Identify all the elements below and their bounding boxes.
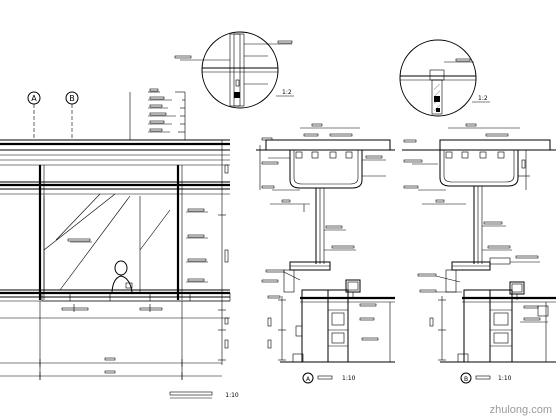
person-figure	[111, 260, 133, 293]
glass-panel-reflections	[43, 193, 171, 292]
detail-bubble-2: 1:2	[399, 39, 490, 117]
section-a-circle: A	[306, 376, 311, 383]
section-b: B 1:10	[402, 123, 556, 384]
elevation-vertical-dimensions	[218, 140, 229, 365]
ceiling-bands	[0, 139, 230, 195]
section-a: A 1:10	[256, 123, 395, 384]
svg-text:A: A	[31, 94, 37, 103]
section-b-circle: B	[464, 376, 468, 383]
elevation-title: 1:10	[169, 391, 239, 399]
elevation-base-lines	[0, 301, 230, 380]
svg-text:1:10: 1:10	[225, 392, 239, 399]
elevation-horizontal-dimensions	[0, 357, 222, 380]
axis-b-marker: B	[65, 91, 79, 140]
counter-band	[0, 289, 231, 302]
elevation-callouts	[61, 208, 208, 312]
svg-text:B: B	[69, 94, 75, 103]
watermark: zhulong.com	[489, 404, 552, 416]
section-b-scale: 1:10	[498, 375, 512, 382]
detail-bubble-1: 1:2	[174, 31, 294, 109]
elevation-leader-notes	[129, 88, 186, 140]
section-a-scale: 1:10	[342, 375, 356, 382]
glass-elevation: A B	[0, 88, 239, 399]
axis-a-marker: A	[27, 91, 41, 140]
detail-1-label: 1:2	[282, 89, 292, 96]
detail-2-label: 1:2	[478, 95, 488, 102]
